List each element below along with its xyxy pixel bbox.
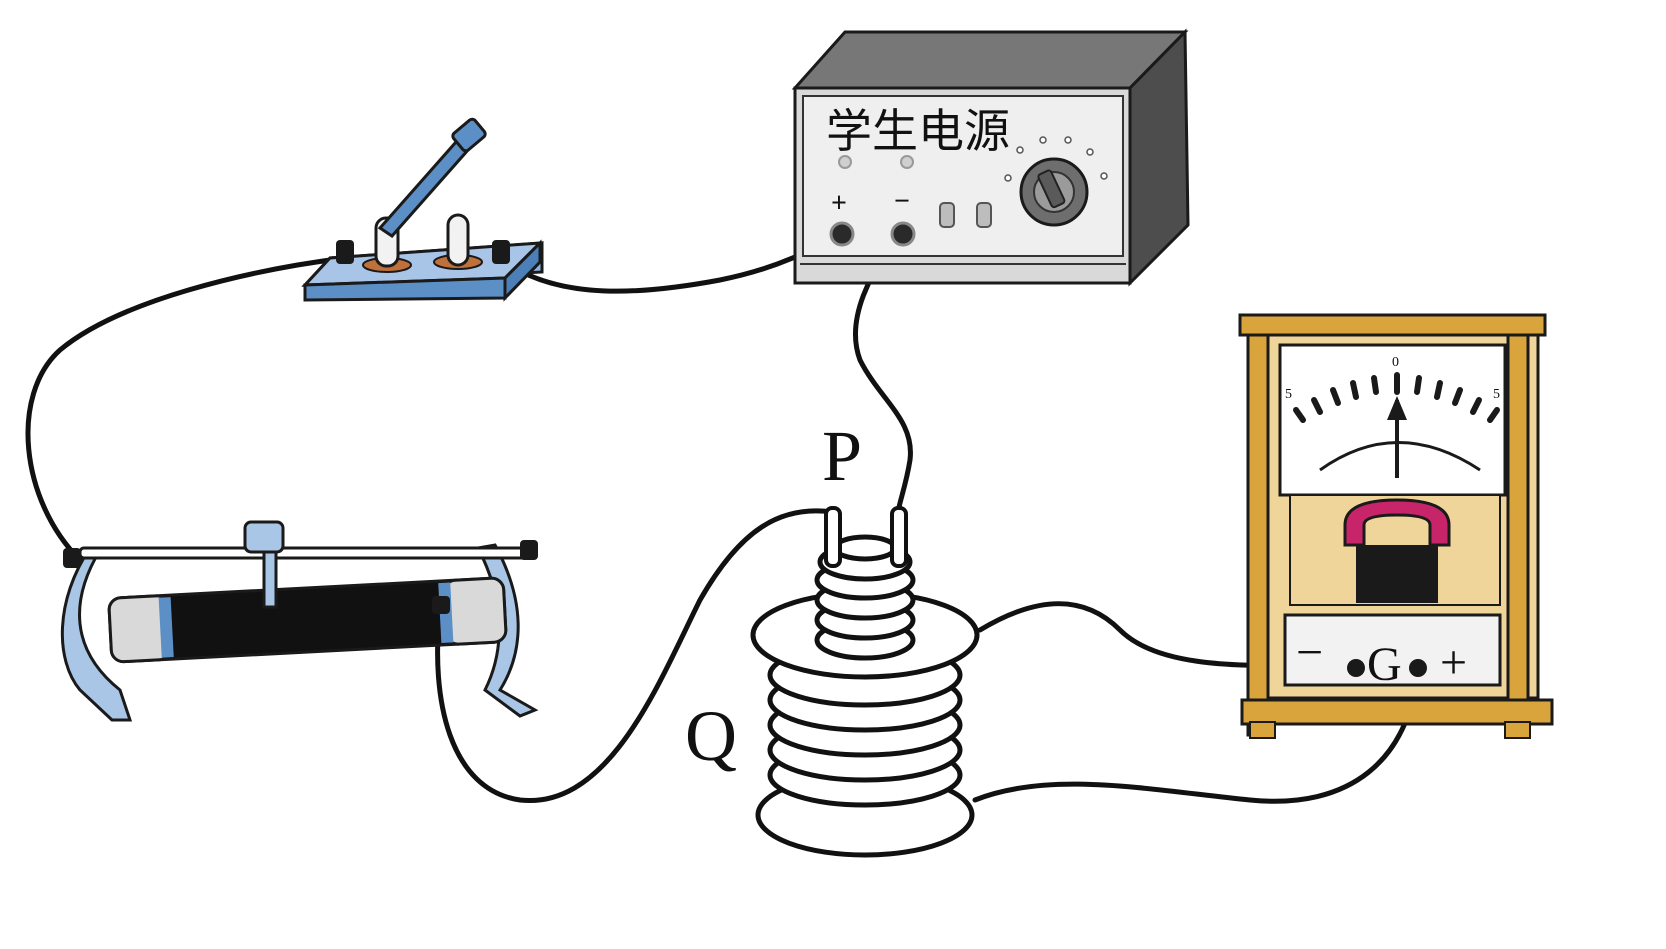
coil-p-label: P [822, 416, 862, 496]
rheostat-slide-bar [78, 546, 532, 560]
galvanometer-frame-top [1238, 313, 1547, 337]
galvanometer-scale-ticks [1293, 372, 1500, 423]
wire-supply-minus-to-coil-p [853, 231, 913, 515]
galvanometer-frame-left [1246, 318, 1270, 737]
galvanometer-terminal-plus[interactable] [1409, 659, 1427, 677]
galvanometer-minus-label: − [1296, 626, 1323, 679]
indicator-lamp [900, 155, 914, 169]
diagram-canvas: 学生电源 + − [25, 28, 1554, 858]
switch-jaw-post [446, 213, 470, 267]
wire-switch-to-supply-plus [502, 231, 843, 294]
coil-p-terminal-left[interactable] [824, 506, 842, 568]
switch-terminal-left[interactable] [336, 240, 354, 264]
sliding-rheostat [60, 520, 539, 722]
wire-rheostat-to-coil-p [435, 508, 835, 803]
indicator-lamp [838, 155, 852, 169]
galvanometer-plus-label: + [1440, 636, 1467, 689]
horseshoe-magnet [1343, 498, 1451, 547]
supply-toggle[interactable] [976, 202, 992, 228]
galvanometer-scale-left: 5 [1285, 387, 1292, 402]
rheostat-terminal-bottom[interactable] [432, 596, 450, 614]
wire-switch-to-rheostat [25, 255, 348, 563]
supply-top [791, 30, 1189, 90]
coil-assembly [750, 506, 980, 858]
switch-base-side [503, 239, 542, 302]
supply-terminal-minus[interactable] [890, 221, 916, 247]
coil-q-label: Q [685, 696, 737, 776]
supply-label: 学生电源 [826, 104, 1010, 158]
supply-plus-label: + [831, 188, 847, 219]
switch-terminal-right[interactable] [492, 240, 510, 264]
supply-toggle[interactable] [939, 202, 955, 228]
rheostat-band [158, 597, 174, 658]
galvanometer-coil-core [1356, 545, 1438, 603]
supply-terminal-plus[interactable] [829, 221, 855, 247]
galvanometer-frame-right [1506, 318, 1530, 737]
voltage-knob-pointer [1037, 169, 1066, 209]
wire-coil-q-to-galvanometer-plus [972, 665, 1421, 804]
rheostat-leg-left [60, 546, 133, 722]
galvanometer-base [1240, 698, 1554, 726]
rheostat-slider[interactable] [243, 520, 285, 609]
galvanometer-scale-zero: 0 [1392, 355, 1399, 370]
galvanometer-scale-right: 5 [1493, 387, 1500, 402]
coil-p-terminal-right[interactable] [890, 506, 908, 568]
galvanometer-foot [1249, 721, 1276, 739]
galvanometer-needle-tip [1387, 396, 1407, 420]
student-power-supply: 学生电源 + − [791, 28, 1190, 287]
knife-switch[interactable] [301, 117, 544, 302]
circuit-diagram: 学生电源 + − [25, 28, 1554, 858]
coil-p-top [832, 534, 898, 562]
galvanometer-terminal-minus[interactable] [1347, 659, 1365, 677]
galvanometer: 5 0 5 − G + [1238, 313, 1554, 739]
switch-handle[interactable] [451, 117, 487, 153]
rheostat-terminal-right[interactable] [520, 540, 538, 560]
galvanometer-g-label: G [1367, 638, 1402, 691]
rheostat-terminal-left[interactable] [63, 548, 81, 568]
galvanometer-terminal-plate [1283, 613, 1502, 687]
galvanometer-foot [1504, 721, 1531, 739]
dial-markers [1004, 136, 1108, 182]
wires [25, 231, 1421, 804]
supply-minus-label: − [894, 186, 910, 217]
